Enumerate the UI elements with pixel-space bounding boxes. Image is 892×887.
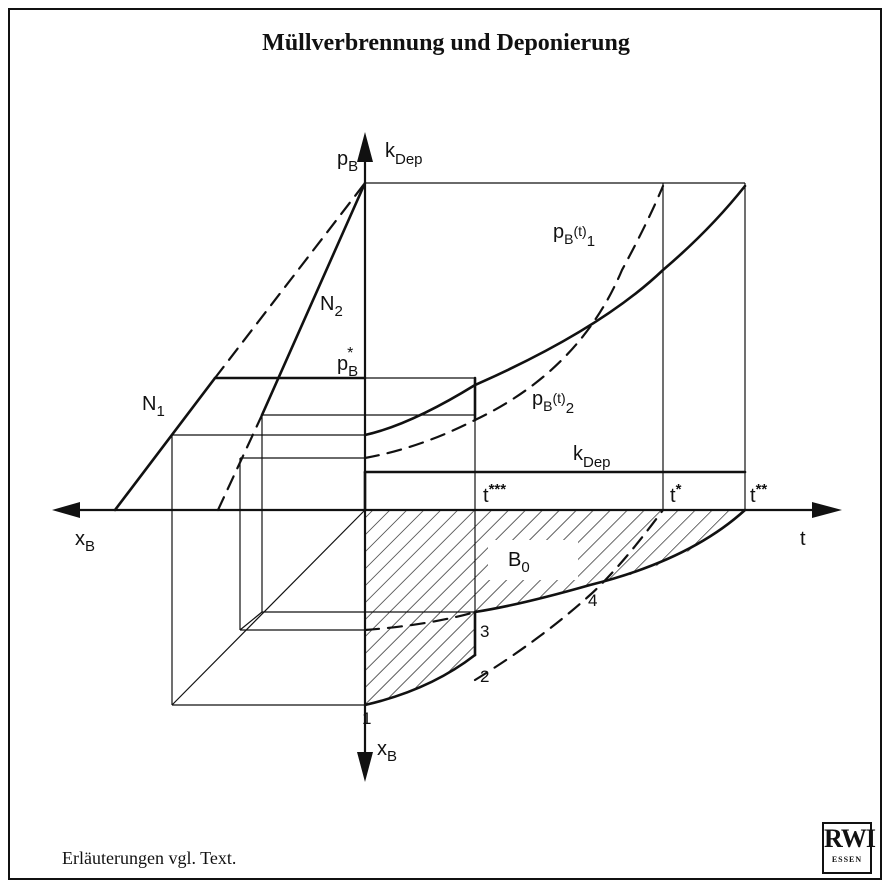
lower-dashed-curve xyxy=(363,610,477,632)
construction-lines xyxy=(171,182,746,706)
point-2-label: 2 xyxy=(480,667,489,686)
n2-dashed-line xyxy=(216,413,264,512)
pb-t1-label: pB(t)1 xyxy=(553,221,595,250)
b0-hatched-area xyxy=(365,510,745,705)
n1-line xyxy=(113,376,217,512)
pb-t2-curve xyxy=(363,184,747,437)
pb-axis-label: pB xyxy=(337,148,358,175)
kdep-line-label: kDep xyxy=(573,443,611,471)
lower-solid-curve-2 xyxy=(473,508,747,614)
lower-dashed-curve-2 xyxy=(473,508,665,682)
figure-frame xyxy=(8,8,882,880)
point-3-label: 3 xyxy=(480,622,489,641)
pb-star-label: pB* xyxy=(337,345,358,380)
xb-left-label: xB xyxy=(75,528,95,555)
kdep-axis-label: kDep xyxy=(385,140,423,168)
arrow-down-icon xyxy=(357,752,373,782)
logo-sub: ESSEN xyxy=(831,855,863,864)
dashed-lines xyxy=(213,181,665,682)
t3star-label: t*** xyxy=(483,481,506,507)
heavy-lines xyxy=(113,181,747,707)
n1-dashed-line xyxy=(213,181,367,380)
lower-solid-curve xyxy=(363,653,477,707)
t2star-label: t** xyxy=(750,481,767,507)
point-4-label: 4 xyxy=(588,591,597,610)
b0-label: B0 xyxy=(508,549,530,576)
axes xyxy=(75,152,820,760)
t-axis-label: t xyxy=(800,528,806,550)
arrow-up-icon xyxy=(357,132,373,162)
n2-label: N2 xyxy=(320,293,343,320)
arrow-right-icon xyxy=(812,502,842,518)
t1star-label: t* xyxy=(670,481,682,507)
pb-t1-curve xyxy=(363,184,665,460)
figure-title: Müllverbrennung und Deponierung xyxy=(262,30,630,56)
rwi-logo: RWI ESSEN xyxy=(822,822,876,874)
point-1-label: 1 xyxy=(362,709,371,728)
pb-t2-label: pB(t)2 xyxy=(532,388,574,417)
n1-label: N1 xyxy=(142,393,165,420)
b0-label-gap xyxy=(488,540,578,580)
footnote: Erläuterungen vgl. Text. xyxy=(62,848,237,868)
n2-line xyxy=(260,181,367,417)
xb-down-label: xB xyxy=(377,738,397,765)
arrow-left-icon xyxy=(52,502,80,518)
logo-main: RWI xyxy=(824,824,876,853)
